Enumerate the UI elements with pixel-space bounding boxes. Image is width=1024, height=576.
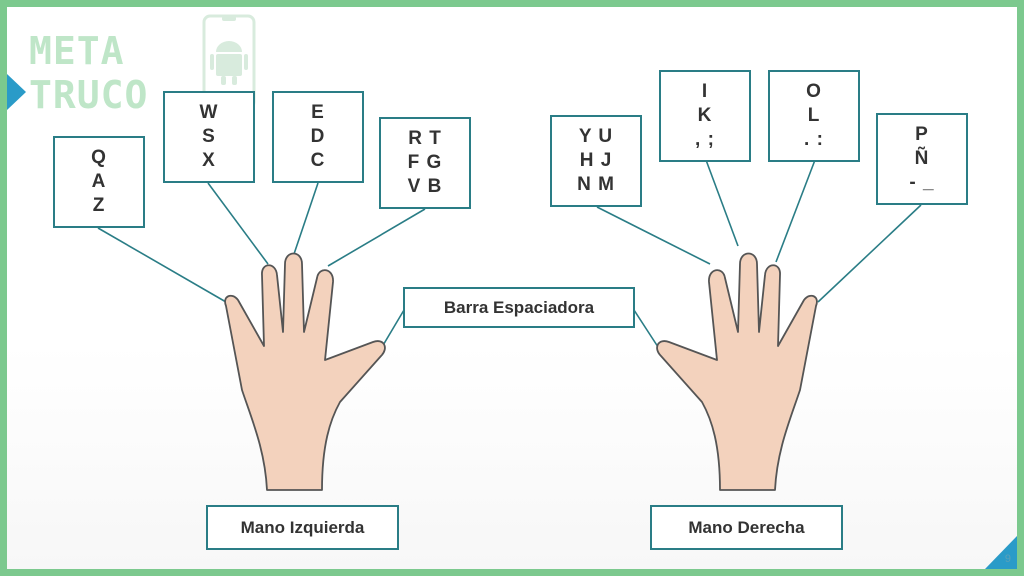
- page-number: 9: [1004, 553, 1011, 565]
- key-line: W: [199, 102, 219, 123]
- connector-right-thumb: [633, 309, 661, 351]
- connector-right-ring: [775, 159, 816, 263]
- key-line: Y U: [578, 126, 614, 147]
- key-box-right-ring: O L . :: [768, 70, 860, 162]
- left-hand: [224, 252, 386, 491]
- corner-accent-bottom-right: [985, 536, 1017, 569]
- key-line: S: [202, 126, 216, 147]
- key-box-left-ring: W S X: [163, 91, 255, 183]
- key-box-right-pinky: P Ñ - _: [876, 113, 968, 205]
- right-hand-label: Mano Derecha: [650, 505, 843, 550]
- key-line: V B: [407, 176, 443, 197]
- key-line: P: [915, 124, 929, 145]
- key-line: A: [91, 171, 107, 192]
- key-line: - _: [909, 172, 935, 193]
- connector-left-middle: [293, 182, 319, 255]
- key-line: N M: [577, 174, 615, 195]
- connector-right-index: [596, 206, 711, 265]
- key-line: L: [807, 105, 821, 126]
- watermark-line-1: META: [29, 29, 125, 73]
- key-line: O: [806, 81, 822, 102]
- key-line: X: [202, 150, 216, 171]
- watermark: META TRUCO: [29, 29, 148, 117]
- key-box-left-pinky: Q A Z: [53, 136, 145, 228]
- watermark-line-2: TRUCO: [29, 73, 149, 117]
- connector-left-pinky: [97, 227, 227, 303]
- corner-accent-left: [7, 74, 26, 110]
- connector-left-index: [327, 208, 426, 267]
- diagram-canvas: [7, 14, 1017, 569]
- key-box-left-index: R T F G V B: [379, 117, 471, 209]
- key-line: F G: [407, 152, 443, 173]
- key-line: . :: [804, 129, 824, 150]
- key-line: K: [697, 105, 713, 126]
- key-line: , ;: [695, 129, 715, 150]
- key-line: E: [311, 102, 325, 123]
- key-line: R T: [408, 128, 442, 149]
- left-hand-label: Mano Izquierda: [206, 505, 399, 550]
- key-box-right-middle: I K , ;: [659, 70, 751, 162]
- connector-right-middle: [705, 159, 739, 247]
- spacebar-label-box: Barra Espaciadora: [403, 287, 635, 328]
- key-box-right-index: Y U H J N M: [550, 115, 642, 207]
- key-line: I: [701, 81, 709, 102]
- android-phone-icon: [202, 14, 256, 110]
- key-line: Ñ: [914, 148, 930, 169]
- connector-left-ring: [207, 182, 269, 265]
- key-line: C: [310, 150, 326, 171]
- right-hand: [656, 252, 818, 491]
- connector-right-pinky: [817, 204, 922, 303]
- key-line: D: [310, 126, 326, 147]
- key-line: Z: [92, 195, 106, 216]
- key-line: Q: [91, 147, 107, 168]
- key-box-left-middle: E D C: [272, 91, 364, 183]
- key-line: H J: [579, 150, 613, 171]
